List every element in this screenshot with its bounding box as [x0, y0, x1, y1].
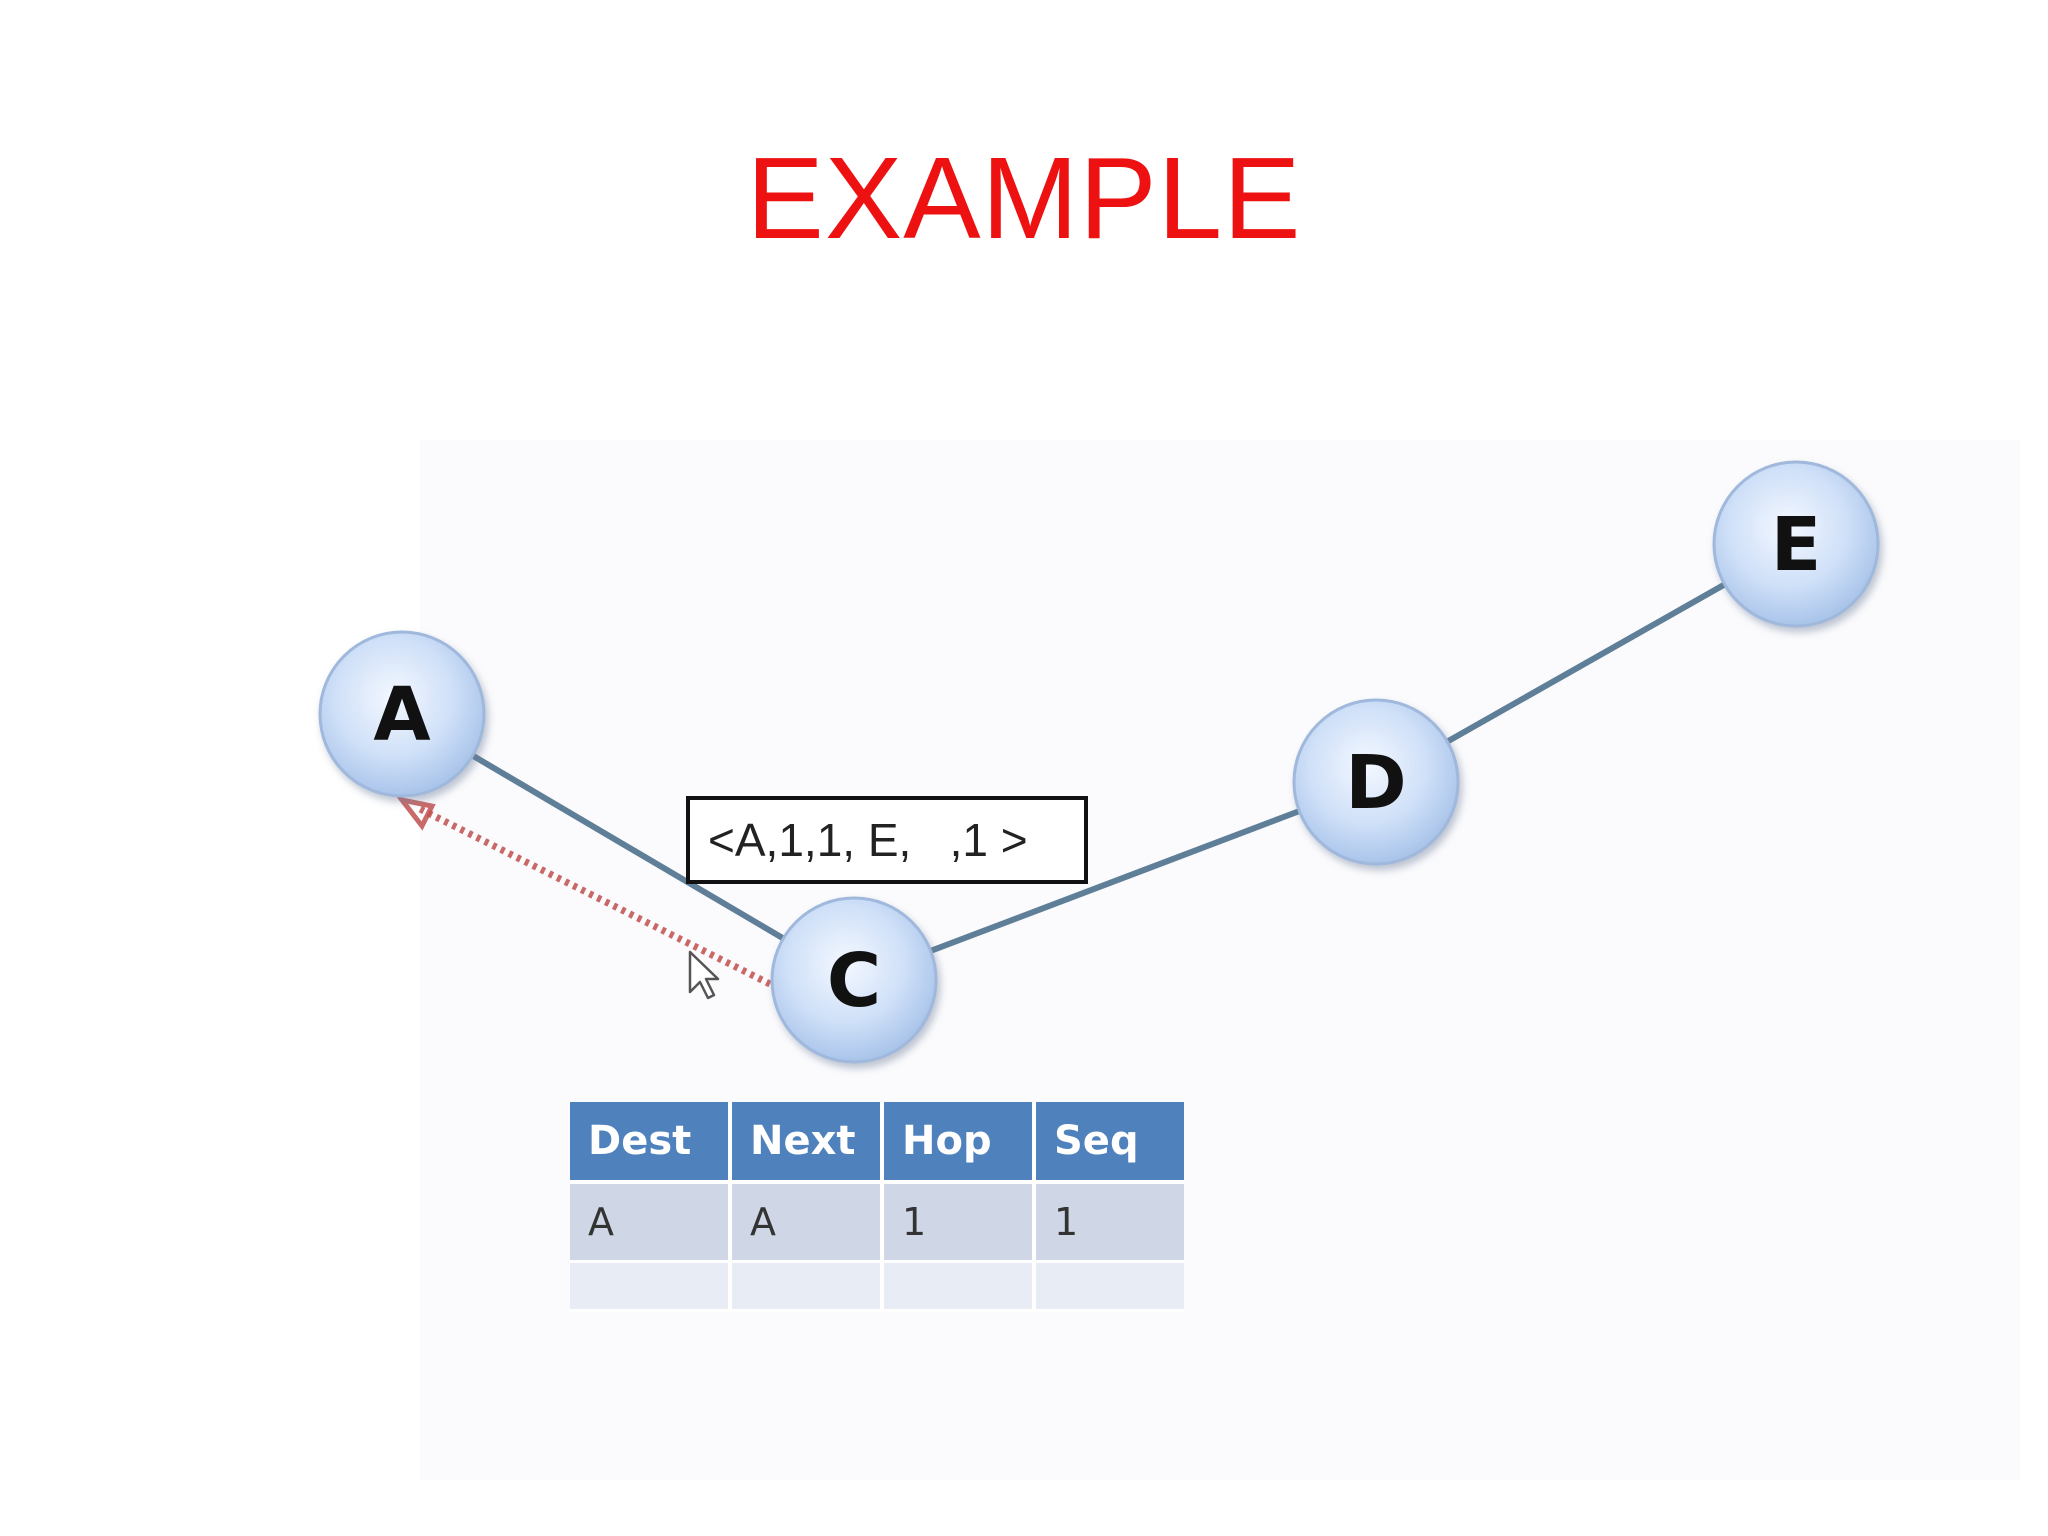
column-header-seq: Seq	[1036, 1102, 1184, 1184]
column-header-hop: Hop	[884, 1102, 1036, 1184]
cell-seq: 1	[1036, 1184, 1184, 1263]
cell-hop	[884, 1263, 1036, 1312]
cell-dest	[570, 1263, 732, 1312]
column-header-dest: Dest	[570, 1102, 732, 1184]
cell-seq	[1036, 1263, 1184, 1312]
table-header-row: Dest Next Hop Seq	[570, 1102, 1184, 1184]
cell-dest: A	[570, 1184, 732, 1263]
table-row	[570, 1263, 1184, 1312]
node-e: E	[1712, 460, 1880, 628]
mouse-pointer-icon	[688, 950, 720, 1000]
node-c-label: C	[827, 938, 881, 1024]
link-a-c	[400, 711, 856, 983]
cell-hop: 1	[884, 1184, 1036, 1263]
slide-title: EXAMPLE	[746, 133, 1302, 263]
node-d-label: D	[1345, 740, 1406, 826]
cell-next: A	[732, 1184, 884, 1263]
node-e-label: E	[1771, 502, 1822, 588]
node-a: A	[318, 630, 486, 798]
node-d: D	[1292, 698, 1460, 866]
routing-table: Dest Next Hop Seq A A 1 1	[570, 1102, 1184, 1312]
node-a-label: A	[373, 672, 430, 758]
table-row: A A 1 1	[570, 1184, 1184, 1263]
cell-next	[732, 1263, 884, 1312]
column-header-next: Next	[732, 1102, 884, 1184]
node-c: C	[770, 896, 938, 1064]
rreq-message-box: <A,1,1, E, ,1 >	[686, 796, 1088, 884]
message-arrowhead	[395, 796, 436, 831]
message-arrow	[416, 804, 772, 988]
link-c-d	[852, 779, 1378, 983]
